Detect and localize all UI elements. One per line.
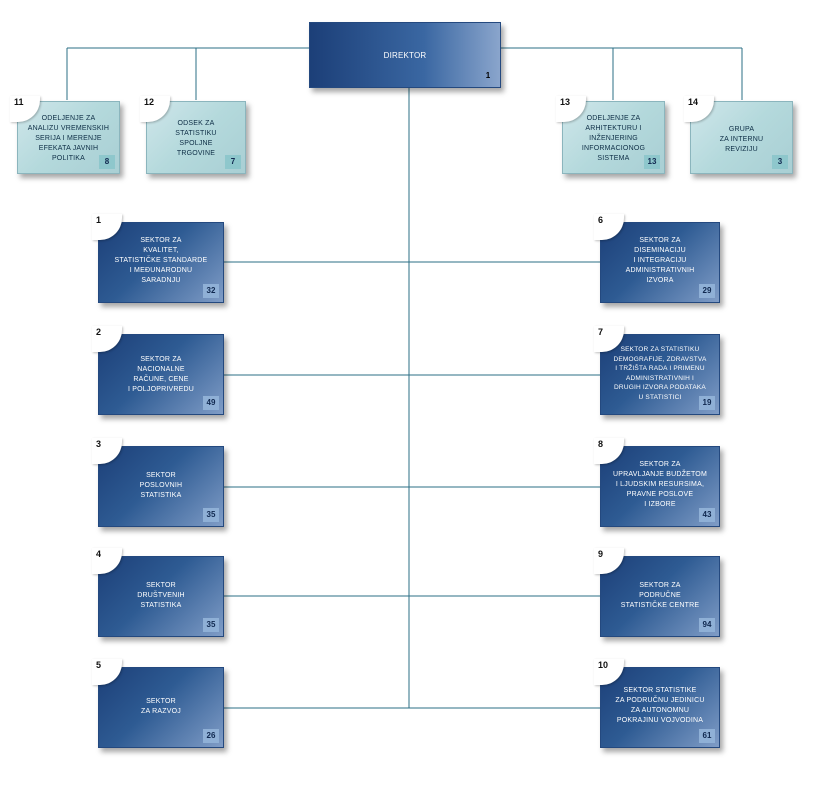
- sector-label: SEKTOR ZA KVALITET, STATISTIČKE STANDARD…: [114, 237, 208, 284]
- sector-count: 49: [203, 396, 219, 410]
- sector-number: 2: [96, 327, 102, 337]
- unit-number: 13: [560, 97, 571, 107]
- sector-number: 9: [598, 549, 604, 559]
- sector-number: 1: [96, 215, 102, 225]
- sector-label: SEKTOR ZA RAZVOJ: [141, 698, 181, 715]
- sector-box-1: SEKTOR ZA KVALITET, STATISTIČKE STANDARD…: [98, 222, 224, 303]
- unit-count: 13: [644, 155, 660, 169]
- sector-box-4: SEKTOR DRUŠTVENIH STATISTIKA 35: [98, 556, 224, 637]
- sector-number: 6: [598, 215, 604, 225]
- director-count: 1: [485, 71, 491, 80]
- sector-label: SEKTOR STATISTIKE ZA PODRUČNU JEDINICU Z…: [615, 687, 705, 724]
- sector-count: 35: [203, 508, 219, 522]
- sector-number: 10: [598, 660, 609, 670]
- sector-count: 94: [699, 618, 715, 632]
- sector-label: SEKTOR POSLOVNIH STATISTIKA: [139, 472, 183, 499]
- unit-count: 8: [99, 155, 115, 169]
- sector-box-3: SEKTOR POSLOVNIH STATISTIKA 35: [98, 446, 224, 527]
- sector-count: 35: [203, 618, 219, 632]
- unit-number: 11: [14, 97, 24, 107]
- sector-box-8: SEKTOR ZA UPRAVLJANJE BUDŽETOM I LJUDSKI…: [600, 446, 720, 527]
- sector-label: SEKTOR DRUŠTVENIH STATISTIKA: [137, 582, 185, 609]
- unit-count: 7: [225, 155, 241, 169]
- sector-count: 26: [203, 729, 219, 743]
- sector-number: 7: [598, 327, 604, 337]
- sector-count: 43: [699, 508, 715, 522]
- unit-label: ODELJENJE ZA ARHITEKTURU I INŽENJERING I…: [581, 115, 646, 162]
- sector-box-6: SEKTOR ZA DISEMINACIJU I INTEGRACIJU ADM…: [600, 222, 720, 303]
- sector-number: 3: [96, 439, 102, 449]
- sector-number: 4: [96, 549, 102, 559]
- sector-number: 8: [598, 439, 604, 449]
- sector-box-7: SEKTOR ZA STATISTIKU DEMOGRAFIJE, ZDRAVS…: [600, 334, 720, 415]
- director-label: DIREKTOR: [383, 51, 427, 60]
- unit-label: ODELJENJE ZA ANALIZU VREMENSKIH SERIJA I…: [27, 115, 110, 162]
- unit-number: 12: [144, 97, 155, 107]
- unit-label: GRUPA ZA INTERNU REVIZIJU: [719, 126, 764, 153]
- sector-box-2: SEKTOR ZA NACIONALNE RAČUNE, CENE I POLJ…: [98, 334, 224, 415]
- unit-count: 3: [772, 155, 788, 169]
- unit-number: 14: [688, 97, 699, 107]
- sector-label: SEKTOR ZA DISEMINACIJU I INTEGRACIJU ADM…: [625, 237, 695, 284]
- sector-count: 32: [203, 284, 219, 298]
- sector-box-10: SEKTOR STATISTIKE ZA PODRUČNU JEDINICU Z…: [600, 667, 720, 748]
- sector-count: 29: [699, 284, 715, 298]
- sector-label: SEKTOR ZA PODRUČNE STATISTIČKE CENTRE: [620, 582, 700, 609]
- sector-box-9: SEKTOR ZA PODRUČNE STATISTIČKE CENTRE 94: [600, 556, 720, 637]
- sector-count: 19: [699, 396, 715, 410]
- sector-label: SEKTOR ZA UPRAVLJANJE BUDŽETOM I LJUDSKI…: [613, 461, 707, 508]
- sector-number-tag: 8: [594, 438, 624, 464]
- sector-box-5: SEKTOR ZA RAZVOJ 26: [98, 667, 224, 748]
- director-box: DIREKTOR 1: [309, 22, 501, 88]
- sector-number: 5: [96, 660, 102, 670]
- sector-label: SEKTOR ZA NACIONALNE RAČUNE, CENE I POLJ…: [127, 356, 194, 393]
- sector-count: 61: [699, 729, 715, 743]
- unit-label: ODSEK ZA STATISTIKU SPOLJNE TRGOVINE: [175, 120, 217, 157]
- sector-label: SEKTOR ZA STATISTIKU DEMOGRAFIJE, ZDRAVS…: [613, 346, 707, 401]
